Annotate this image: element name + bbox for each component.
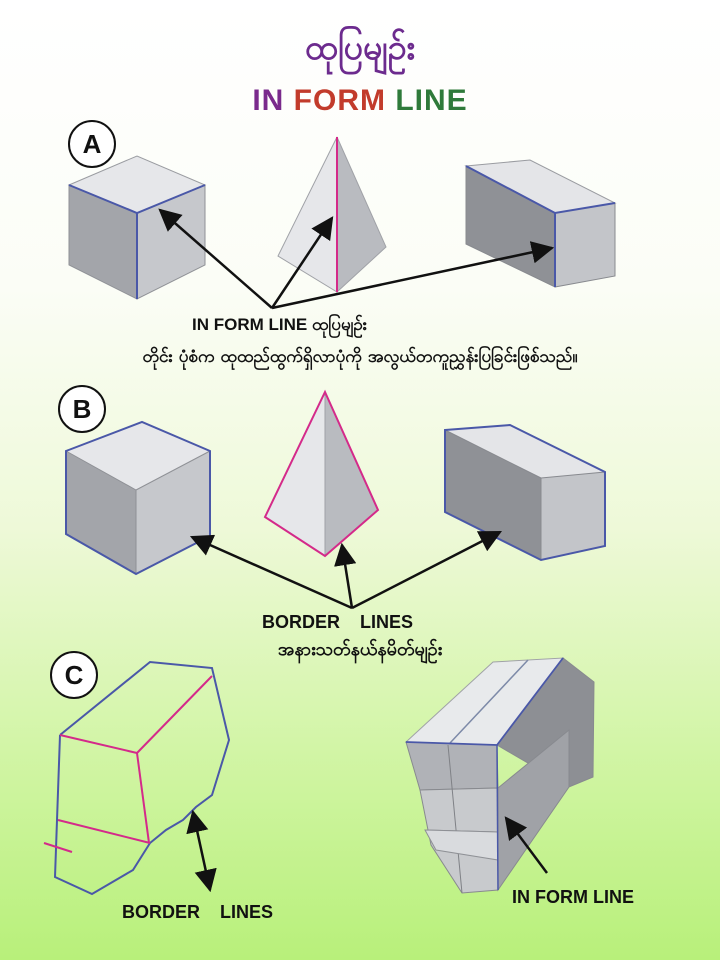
section-c-sketch [43,660,231,896]
section-c-label: C [50,651,98,699]
title-english-part-2: FORM [293,84,396,117]
section-b-label: B [58,385,106,433]
section-c-form [404,657,595,894]
section-a-description: တိုင်း ပုံစံက ထုထည်ထွက်ရှိလာပုံကို အလွယ်… [142,347,578,367]
section-b-cube [65,420,211,576]
section-a-box [464,159,617,288]
title-english-part-3: LINE [395,84,468,117]
title-myanmar: ထုပြမျဉ်း [304,28,416,68]
section-a-caption: IN FORM LINE ထုပြမျဉ်း [192,314,367,339]
section-b-box [444,423,606,562]
section-a-caption-my: ထုပြမျဉ်း [311,315,368,335]
section-b-caption-my: အနားသတ်နယ်နမိတ်မျဉ်း [277,639,443,660]
title-english: IN FORM LINE [0,84,720,118]
section-a-caption-en: IN FORM LINE [192,315,308,334]
section-a-cube [67,155,207,300]
section-b-caption-en: BORDER LINES [262,612,414,632]
section-b-arrows [189,530,503,610]
section-a-arrows [158,208,555,310]
section-b-pyramid [263,389,380,558]
title-english-part-1: IN [252,84,294,117]
section-a-label: A [68,120,116,168]
section-c-caption-left: BORDER LINES [122,902,274,922]
section-a-pyramid [277,136,387,294]
section-c-caption-right: IN FORM LINE [512,887,634,907]
